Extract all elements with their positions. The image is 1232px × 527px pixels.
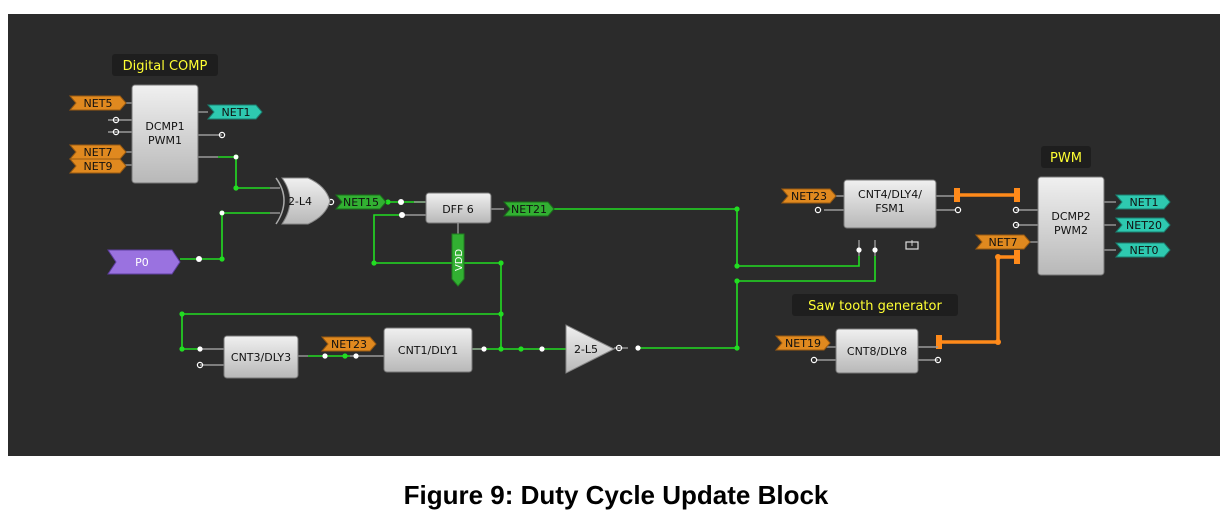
gate-buffer[interactable]: 2-L5 [565,324,616,374]
orange-junction-dots [995,254,1001,345]
net-tag-net15: NET15 [334,194,387,210]
block-cnt8-label: CNT8/DLY8 [847,345,907,358]
block-cnt4-label: CNT4/DLY4/FSM1 [858,188,922,215]
net-tag-net23-mid: NET23 [320,336,377,352]
net-tag-net20: NET20 [1114,217,1171,233]
block-dff6-label: DFF 6 [442,203,474,216]
net-tag-net9: NET9 [68,158,127,174]
block-cnt3[interactable]: CNT3/DLY3 [223,335,299,379]
gate-xor[interactable]: 2-L4 [275,177,331,225]
block-cnt8[interactable]: CNT8/DLY8 [835,328,919,374]
group-label-saw-tooth: Saw tooth generator [792,294,958,316]
net-tag-net9-text: NET9 [84,160,113,173]
net-tag-net0-text: NET0 [1130,244,1159,257]
net-tag-net7-right: NET7 [974,234,1031,250]
net-tag-net7-left: NET7 [68,144,127,160]
port-p0[interactable]: P0 [107,249,181,275]
schematic-diagram: Digital COMP PWM Saw tooth generator DCM… [68,54,1171,379]
block-cnt1-label: CNT1/DLY1 [398,344,458,357]
pin-dots-open [112,116,1020,369]
net-tag-net1-left: NET1 [206,104,263,120]
net-tag-net5-text: NET5 [84,97,113,110]
green-wires [180,156,876,357]
net-tag-net1-right-text: NET1 [1130,196,1159,209]
wire-net21-down [736,209,860,267]
wire-dcmp1-xor [218,156,270,189]
net-tag-net20-text: NET20 [1126,219,1162,232]
wire-cnt8-dcmp2 [938,255,1018,344]
net-tag-net19: NET19 [774,335,831,351]
group-label-pwm: PWM [1041,146,1091,168]
block-cnt1[interactable]: CNT1/DLY1 [383,327,473,373]
net-tag-net21: NET21 [502,201,555,217]
vdd-connector: VDD [451,223,465,287]
net-tag-net1-right: NET1 [1114,194,1171,210]
port-p0-label: P0 [135,256,149,269]
figure-caption: Figure 9: Duty Cycle Update Block [403,480,829,510]
net-tag-net1-left-text: NET1 [222,106,251,119]
orange-wires [938,193,1018,344]
gate-xor-label: 2-L4 [288,195,312,208]
pin-dots-filled [196,154,878,359]
net-tag-net15-text: NET15 [343,196,379,209]
block-cnt3-label: CNT3/DLY3 [231,351,291,364]
group-label-pwm-text: PWM [1050,151,1082,166]
net-tag-net7-right-text: NET7 [989,236,1018,249]
net-tag-net23-mid-text: NET23 [331,338,367,351]
net-tag-net7-left-text: NET7 [84,146,113,159]
net-tag-net21-text: NET21 [511,203,547,216]
net-tag-net0: NET0 [1114,242,1171,258]
cnt4-small-pin-box [905,241,919,250]
group-label-digital-comp: Digital COMP [112,54,218,76]
net-tag-net5: NET5 [68,95,127,111]
vdd-label: VDD [454,249,465,272]
net-tag-net23-top: NET23 [780,188,837,204]
net-tag-net19-text: NET19 [785,337,821,350]
group-label-digital-comp-text: Digital COMP [123,59,208,74]
orange-wire-caps [936,188,1020,349]
wire-p0-xor [180,212,270,260]
net-tag-net23-top-text: NET23 [791,190,827,203]
group-label-saw-tooth-text: Saw tooth generator [808,299,942,314]
schematic-canvas: Digital COMP PWM Saw tooth generator DCM… [8,14,1220,456]
gate-buffer-label: 2-L5 [574,343,598,356]
block-cnt4[interactable]: CNT4/DLY4/FSM1 [843,179,937,229]
pin-stubs [108,102,1116,366]
block-dff6[interactable]: DFF 6 [425,192,492,224]
